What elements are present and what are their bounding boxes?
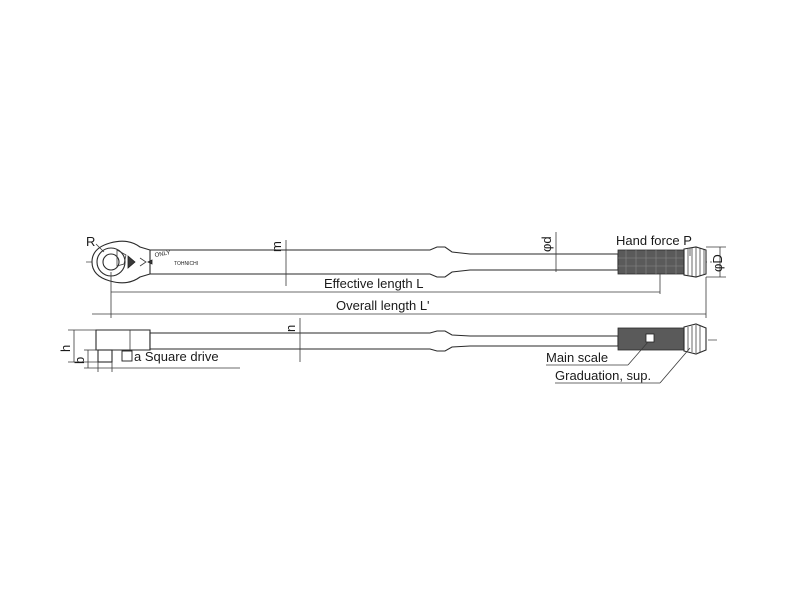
graduation-leader [659, 347, 691, 384]
graduation-label: Graduation, sup. [555, 368, 651, 383]
n-label: n [283, 325, 298, 332]
end-cap-ridges [687, 247, 705, 277]
end-cap-side-ridges [687, 325, 701, 353]
square-drive [97, 349, 113, 363]
square-symbol-icon [121, 350, 133, 362]
wrench-top-view: ONLY TOHNICHI R m φd Hand force P [86, 232, 726, 318]
direction-lever [116, 249, 127, 267]
hand-force-label: Hand force P [616, 233, 692, 248]
scale-window [645, 333, 655, 343]
head-marking-brand: TOHNICHI [174, 261, 198, 267]
radius-label: R [86, 234, 95, 249]
end-cap-top [683, 246, 707, 278]
main-scale-label: Main scale [546, 350, 608, 365]
wrench-shaft-side [149, 330, 619, 352]
main-scale-leader [627, 341, 649, 366]
head-marking-only: ONLY [154, 250, 171, 259]
h-label: h [58, 345, 73, 352]
end-cap-side [683, 323, 707, 355]
ratchet-head-side [95, 329, 151, 351]
b-label: b [72, 357, 87, 364]
knurled-grip-top [617, 249, 685, 275]
square-drive-label: a Square drive [134, 349, 219, 364]
ratchet-hub [102, 253, 120, 271]
effective-length-label: Effective length L [324, 276, 424, 291]
radius-leader [95, 243, 105, 253]
phi-d-label: φd [539, 236, 554, 252]
grip-knurling [618, 250, 684, 274]
phi-D-label: φD [710, 254, 725, 272]
marking-arrow-icon [147, 259, 153, 265]
direction-arrow-icon [127, 255, 136, 269]
wrench-side-view: n h b a Square drive Main scale Graduati… [58, 318, 720, 384]
m-label: m [269, 241, 284, 252]
overall-length-label: Overall length L' [336, 298, 430, 313]
head-chevron [139, 257, 147, 267]
